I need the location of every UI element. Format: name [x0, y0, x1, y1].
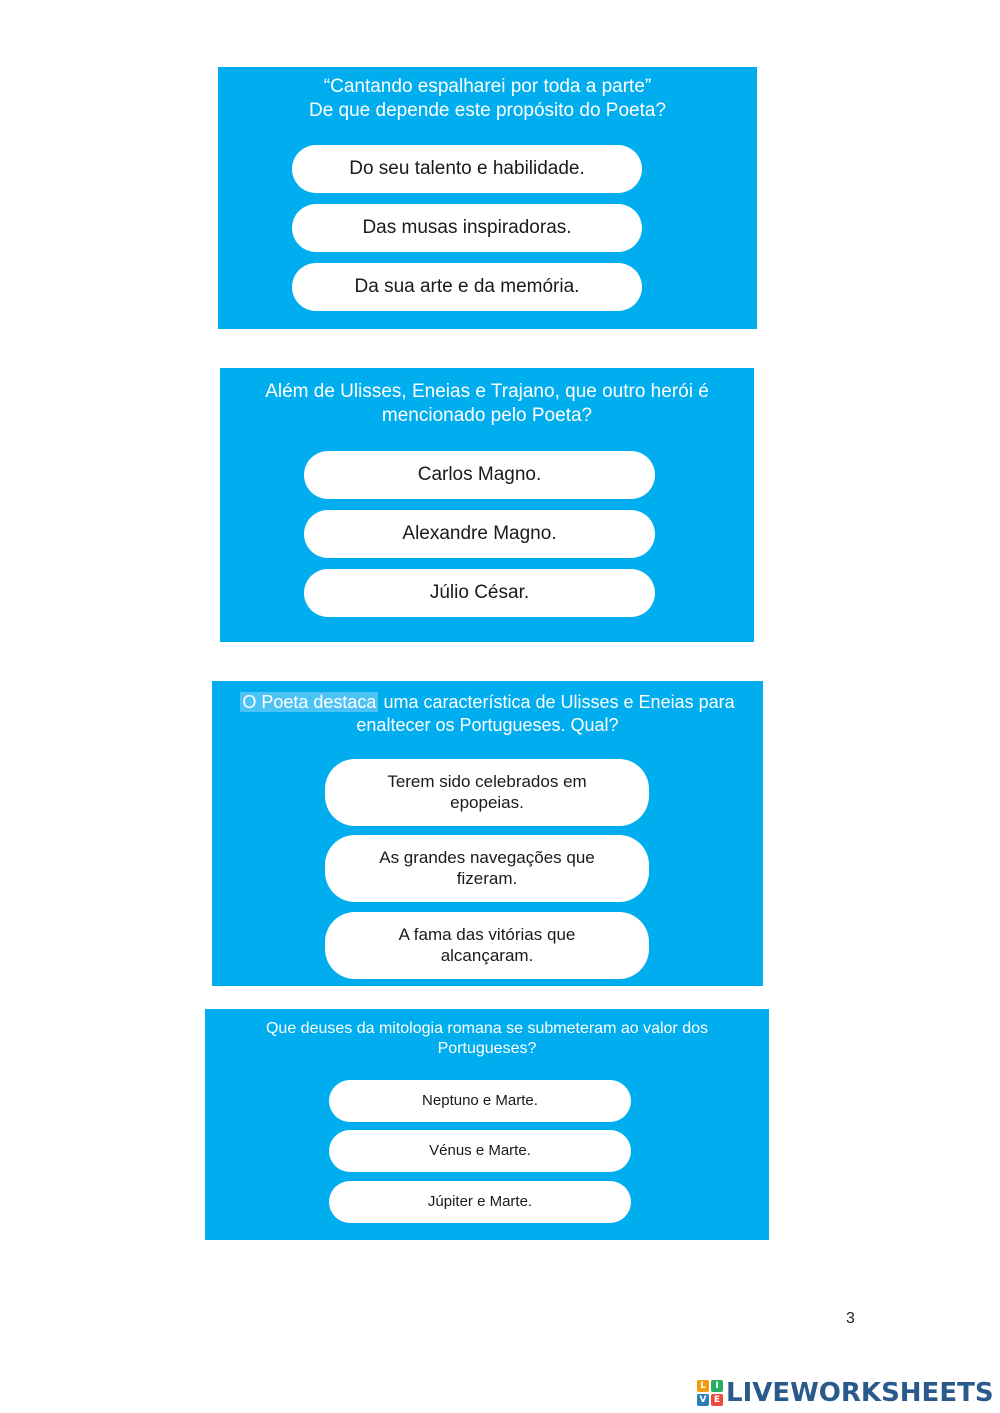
- question-card-4: Que deuses da mitologia romana se submet…: [205, 1009, 769, 1240]
- question-line-rest: uma característica de Ulisses e Eneias p…: [378, 692, 735, 712]
- answer-option[interactable]: Das musas inspiradoras.: [292, 204, 642, 252]
- question-card-3: O Poeta destaca uma característica de Ul…: [212, 681, 763, 986]
- logo-letter: I: [711, 1380, 723, 1392]
- question-text: Que deuses da mitologia romana se submet…: [205, 1019, 769, 1059]
- answer-option[interactable]: Vénus e Marte.: [329, 1130, 631, 1172]
- question-card-2: Além de Ulisses, Eneias e Trajano, que o…: [220, 368, 754, 642]
- logo-letter: V: [697, 1394, 709, 1406]
- answer-option[interactable]: Júpiter e Marte.: [329, 1181, 631, 1223]
- answer-option[interactable]: Terem sido celebrados em epopeias.: [325, 759, 649, 826]
- answer-option[interactable]: Alexandre Magno.: [304, 510, 655, 558]
- question-text: “Cantando espalharei por toda a parte” D…: [218, 75, 757, 123]
- brand-name: LIVEWORKSHEETS: [726, 1378, 994, 1408]
- question-line: Além de Ulisses, Eneias e Trajano, que o…: [265, 381, 709, 402]
- question-text: Além de Ulisses, Eneias e Trajano, que o…: [220, 380, 754, 428]
- answer-option[interactable]: Do seu talento e habilidade.: [292, 145, 642, 193]
- liveworksheets-logo-icon: L I V E: [697, 1380, 723, 1406]
- question-line: Portugueses?: [437, 1040, 537, 1057]
- highlighted-text: O Poeta destaca: [240, 692, 379, 712]
- answer-option[interactable]: Carlos Magno.: [304, 451, 655, 499]
- answer-option[interactable]: Júlio César.: [304, 569, 655, 617]
- page-number: 3: [846, 1310, 855, 1327]
- question-line: O Poeta destaca uma característica de Ul…: [232, 691, 743, 714]
- question-line: enaltecer os Portugueses. Qual?: [356, 714, 619, 735]
- question-card-1: “Cantando espalharei por toda a parte” D…: [218, 67, 757, 329]
- question-line: mencionado pelo Poeta?: [381, 404, 593, 426]
- question-text: O Poeta destaca uma característica de Ul…: [212, 691, 763, 736]
- answer-option[interactable]: Da sua arte e da memória.: [292, 263, 642, 311]
- answer-option[interactable]: Neptuno e Marte.: [329, 1080, 631, 1122]
- logo-letter: E: [711, 1394, 723, 1406]
- liveworksheets-logo: L I V E LIVEWORKSHEETS: [697, 1377, 994, 1409]
- question-line: De que depende este propósito do Poeta?: [308, 99, 667, 121]
- answer-option[interactable]: As grandes navegações que fizeram.: [325, 835, 649, 902]
- logo-letter: L: [697, 1380, 709, 1392]
- question-line: “Cantando espalharei por toda a parte”: [323, 76, 652, 97]
- answer-option[interactable]: A fama das vitórias que alcançaram.: [325, 912, 649, 979]
- question-line: Que deuses da mitologia romana se submet…: [265, 1020, 708, 1037]
